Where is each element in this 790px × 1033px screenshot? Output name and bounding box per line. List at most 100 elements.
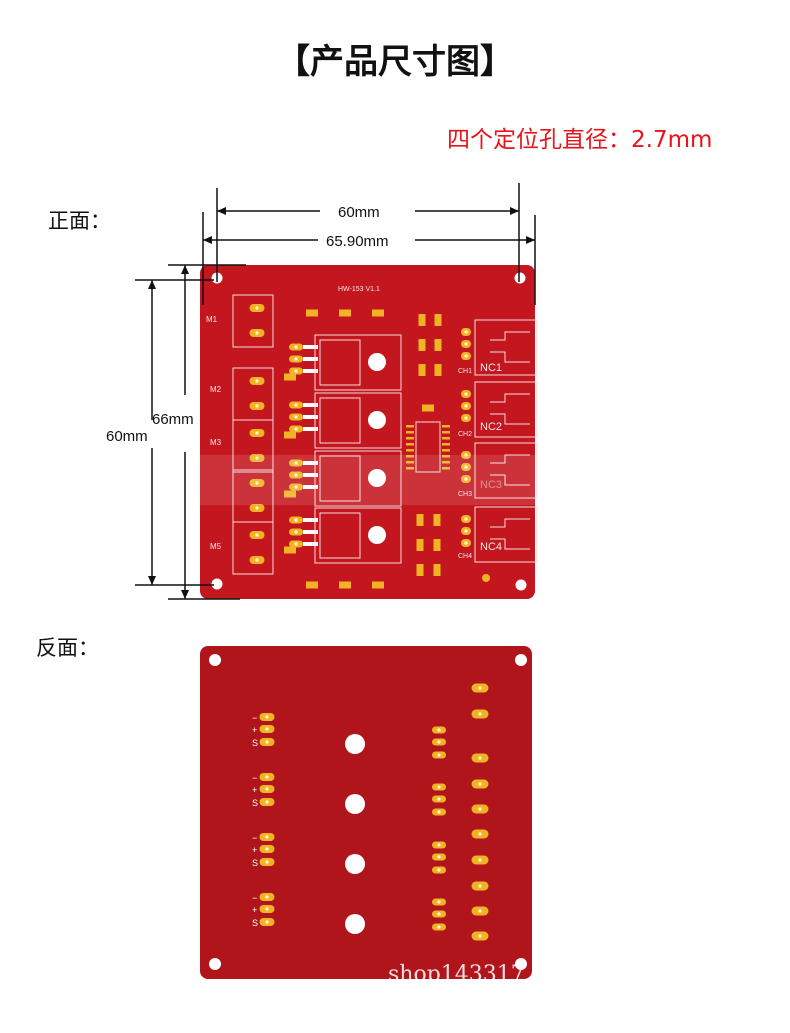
pad-hole — [255, 431, 259, 435]
smd-component — [372, 581, 384, 589]
smd-component — [434, 364, 442, 376]
silkscreen-outline — [474, 506, 538, 563]
ic-pin — [442, 461, 450, 464]
pad-hole — [294, 415, 298, 419]
pad-hole — [265, 920, 269, 924]
pad-hole — [294, 357, 298, 361]
pin-label: + — [252, 785, 257, 795]
motor-label: M3 — [210, 438, 222, 447]
smd-component — [284, 431, 296, 439]
smd-component — [434, 339, 442, 351]
silkscreen-outline — [474, 381, 538, 438]
pad-hole — [464, 541, 468, 545]
ic-pin — [442, 443, 450, 446]
mounting-hole — [368, 353, 386, 371]
ic-pin — [442, 467, 450, 470]
dimension-top-outer: 65.90mm — [326, 233, 389, 250]
pad-hole — [478, 934, 482, 938]
pad-hole — [437, 810, 441, 814]
pad-hole — [464, 529, 468, 533]
mounting-hole — [515, 654, 527, 666]
relay-label: NC3 — [480, 479, 502, 491]
pad-hole — [255, 481, 259, 485]
pad-hole — [255, 456, 259, 460]
lead-trace — [303, 403, 318, 407]
test-point — [482, 574, 490, 582]
smd-component — [284, 546, 296, 554]
smd-component — [416, 514, 424, 526]
mounting-hole — [368, 469, 386, 487]
smd-component — [418, 339, 426, 351]
pad-hole — [255, 506, 259, 510]
pad-hole — [437, 912, 441, 916]
pad-hole — [265, 847, 269, 851]
pin-label: S — [252, 798, 258, 808]
pad-hole — [478, 686, 482, 690]
front-pcb: HW-153 V1.1 M1 M2 M3 M5 NC1 NC2 NC3 NC4 … — [200, 265, 538, 599]
relay-outline — [490, 518, 530, 550]
pad-hole — [464, 517, 468, 521]
page-title: 【产品尺寸图】 — [276, 42, 514, 82]
ic-pin — [406, 455, 414, 458]
pad-hole — [294, 485, 298, 489]
pad-hole — [478, 858, 482, 862]
pad-hole — [464, 404, 468, 408]
pad-hole — [437, 925, 441, 929]
pad-hole — [294, 369, 298, 373]
mounting-hole — [209, 958, 221, 970]
lead-trace — [303, 542, 318, 546]
mounting-hole — [345, 854, 365, 874]
mounting-hole — [515, 958, 527, 970]
pad-hole — [437, 785, 441, 789]
silkscreen-outline — [232, 294, 274, 348]
pad-hole — [255, 404, 259, 408]
pad-hole — [294, 518, 298, 522]
back-label: 反面： — [36, 636, 99, 660]
dimension-arrows — [148, 207, 535, 599]
front-label: 正面： — [48, 209, 111, 233]
lead-trace — [303, 415, 318, 419]
pad-hole — [255, 558, 259, 562]
channel-label: CH3 — [458, 491, 472, 498]
smd-component — [372, 309, 384, 317]
smd-component — [339, 581, 351, 589]
pad-hole — [464, 416, 468, 420]
pad-hole — [464, 453, 468, 457]
smd-component — [306, 581, 318, 589]
pad-hole — [294, 530, 298, 534]
smd-component — [434, 314, 442, 326]
smd-component — [433, 564, 441, 576]
silkscreen-outline — [319, 339, 361, 386]
hole-diameter-note: 四个定位孔直径：2.7mm — [447, 127, 713, 153]
pad-hole — [265, 860, 269, 864]
pad-hole — [265, 895, 269, 899]
pin-label: − — [252, 893, 257, 903]
pin-label: + — [252, 905, 257, 915]
relay-label: NC4 — [480, 541, 502, 553]
pad-hole — [437, 900, 441, 904]
pad-hole — [478, 909, 482, 913]
silkscreen-outline — [319, 397, 361, 444]
smd-component — [416, 539, 424, 551]
pad-hole — [478, 782, 482, 786]
silkscreen-outline — [474, 319, 538, 376]
pad-hole — [294, 461, 298, 465]
smd-component — [433, 514, 441, 526]
back-pcb: −+S−+S−+S−+S shop143317 — [200, 646, 532, 987]
smd-component — [306, 309, 318, 317]
motor-label: M1 — [206, 315, 218, 324]
pad-hole — [294, 473, 298, 477]
smd-component — [422, 404, 434, 412]
pin-label: + — [252, 725, 257, 735]
ic-pin — [442, 431, 450, 434]
ic-pin — [442, 455, 450, 458]
ic-pin — [406, 425, 414, 428]
channel-label: CH2 — [458, 431, 472, 438]
board-model-label: HW-153 V1.1 — [338, 286, 380, 293]
pad-hole — [265, 715, 269, 719]
lead-trace — [303, 345, 318, 349]
smd-component — [416, 564, 424, 576]
lead-trace — [303, 485, 318, 489]
pad-hole — [437, 843, 441, 847]
smd-component — [284, 490, 296, 498]
